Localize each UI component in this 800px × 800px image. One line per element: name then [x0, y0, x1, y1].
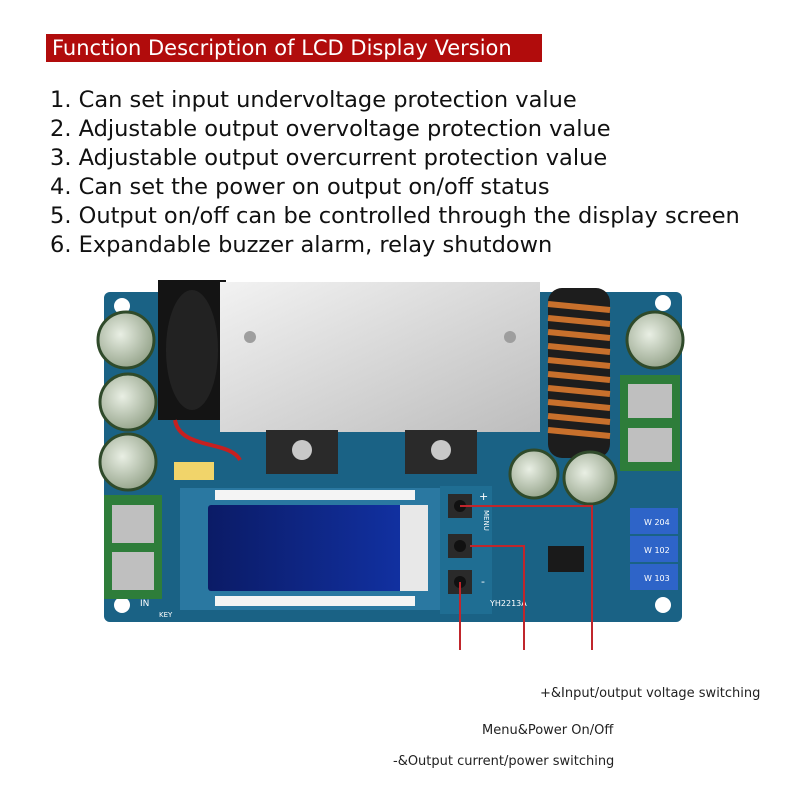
heatsink-screw [504, 331, 516, 343]
lcd-protective-film [400, 505, 428, 591]
mounting-hole [655, 295, 671, 311]
feature-item: 5. Output on/off can be controlled throu… [50, 203, 740, 229]
model-label: YH2213A [489, 599, 527, 608]
key-label: KEY [159, 611, 173, 619]
capacitor [98, 372, 158, 432]
feature-item: 3. Adjustable output overcurrent protect… [50, 145, 608, 171]
output-terminal-block [620, 375, 680, 471]
ic-chip [548, 546, 584, 572]
title-banner: Function Description of LCD Display Vers… [46, 34, 542, 62]
capacitor [508, 448, 560, 500]
menu-button[interactable] [448, 534, 472, 558]
mounting-hole [114, 597, 130, 613]
lcd-screen [208, 505, 426, 591]
svg-text:W 102: W 102 [644, 546, 670, 555]
capacitor [96, 310, 156, 370]
out-label: OUT [683, 490, 692, 507]
capacitor [625, 310, 685, 370]
callout-menu: Menu&Power On/Off [482, 723, 614, 738]
mounting-hole [114, 298, 130, 314]
feature-item: 6. Expandable buzzer alarm, relay shutdo… [50, 232, 553, 258]
mosfet-screw [431, 440, 451, 460]
menu-label: MENU [482, 510, 490, 531]
capacitor [562, 450, 618, 506]
callout-lines [459, 505, 593, 650]
heatsink-screw [244, 331, 256, 343]
svg-text:W 103: W 103 [644, 574, 670, 583]
potentiometer[interactable]: W 204 [630, 508, 678, 534]
mosfet-screw [292, 440, 312, 460]
in-label: IN [140, 599, 149, 609]
minus-label: - [481, 575, 485, 588]
feature-item: 4. Can set the power on output on/off st… [50, 174, 550, 200]
mounting-hole [655, 597, 671, 613]
svg-text:W 204: W 204 [644, 518, 670, 527]
feature-item: 1. Can set input undervoltage protection… [50, 87, 577, 113]
inductor-coil [547, 301, 611, 439]
input-terminal-block [104, 495, 162, 599]
fuse [174, 462, 214, 480]
capacitor [98, 432, 158, 492]
potentiometer[interactable]: W 102 [630, 536, 678, 562]
potentiometer[interactable]: W 103 [630, 564, 678, 590]
callout-plus: +&Input/output voltage switching [540, 686, 761, 701]
lcd-header-pins [215, 490, 415, 606]
feature-list: 1. Can set input undervoltage protection… [50, 86, 740, 260]
pcb-photo: + MENU - YH2213A W 204 W 102 W 103 IN OU… [96, 280, 692, 650]
fan-hub [166, 290, 218, 410]
fan-wire [173, 419, 242, 462]
heatsink [220, 282, 540, 432]
feature-item: 2. Adjustable output overvoltage protect… [50, 116, 611, 142]
callout-minus: -&Output current/power switching [393, 754, 615, 769]
plus-label: + [479, 490, 488, 503]
